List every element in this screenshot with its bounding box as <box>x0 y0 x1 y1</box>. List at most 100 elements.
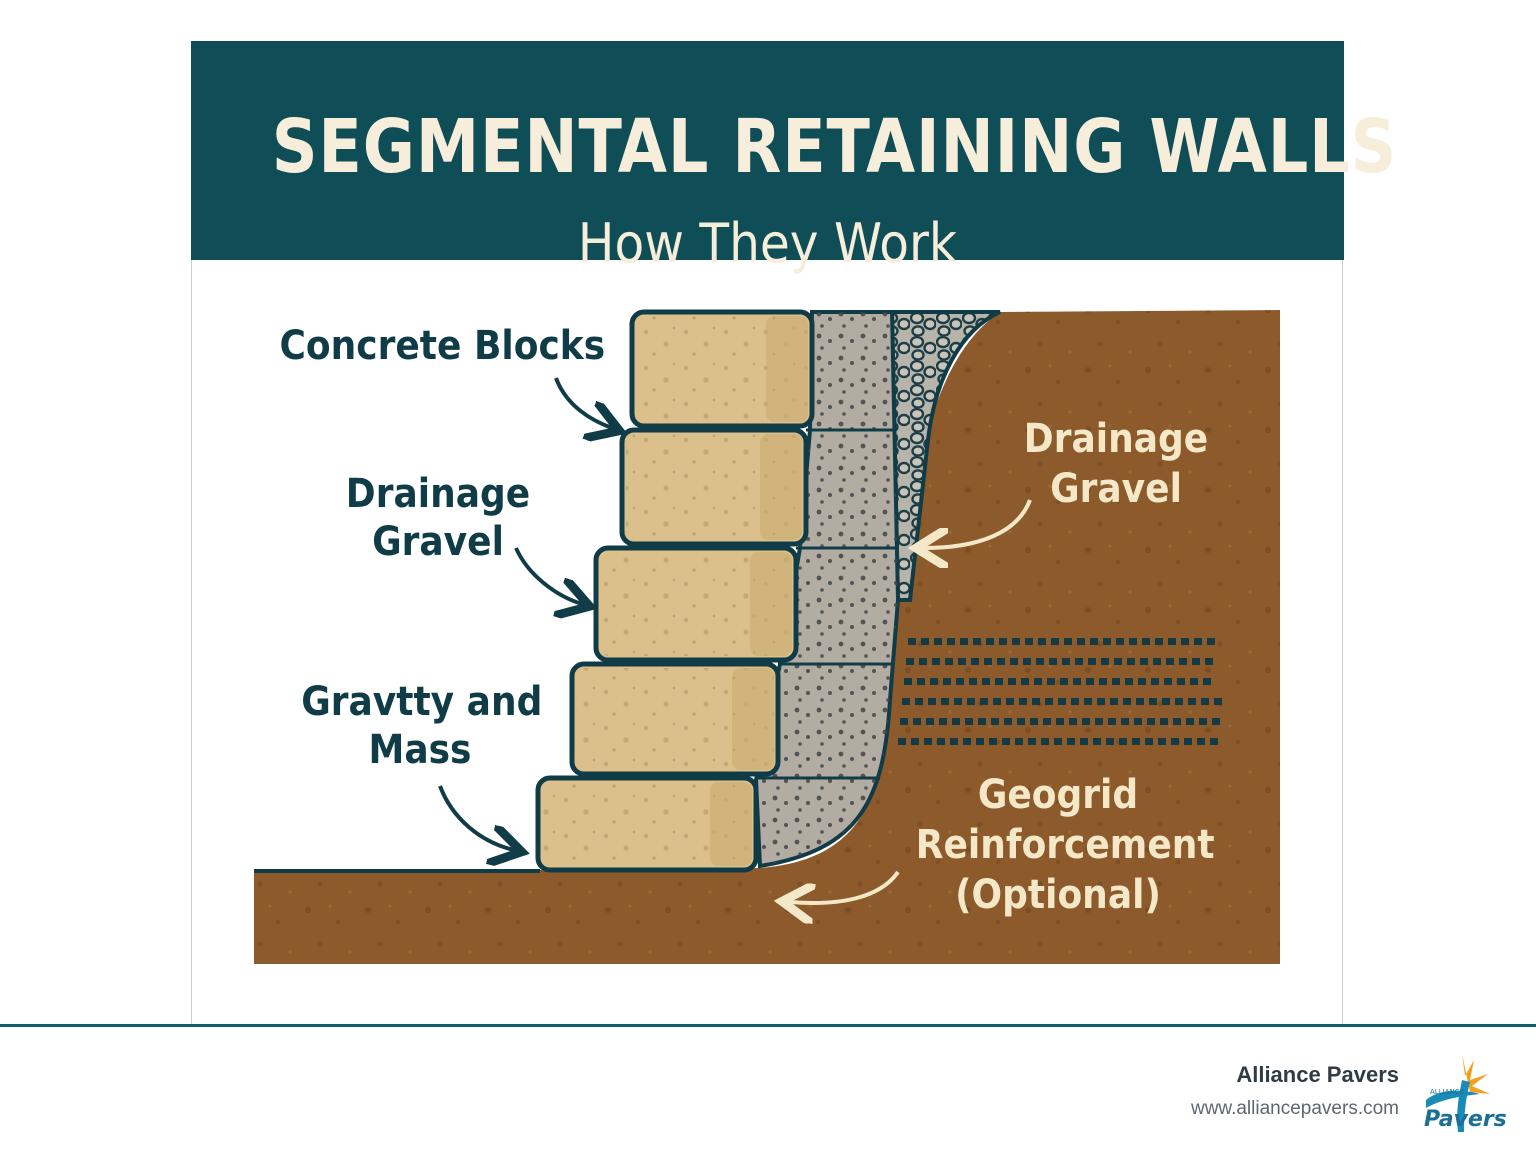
geogrid-dash <box>1136 698 1144 705</box>
geogrid-dash <box>1041 738 1049 745</box>
geogrid-dash <box>1084 698 1092 705</box>
geogrid-dash <box>1004 718 1012 725</box>
geogrid-dash <box>1010 658 1018 665</box>
geogrid-dash <box>995 678 1003 685</box>
geogrid-dash <box>1114 658 1122 665</box>
geogrid-dash <box>1151 678 1159 685</box>
geogrid-dash <box>1028 738 1036 745</box>
concrete-block <box>569 661 781 777</box>
geogrid-dash <box>1075 658 1083 665</box>
geogrid-dash <box>1186 718 1194 725</box>
concrete-block <box>535 775 759 873</box>
geogrid-dash <box>982 678 990 685</box>
geogrid-dash <box>1142 638 1150 645</box>
geogrid-dash <box>993 698 1001 705</box>
geogrid-dash <box>1017 718 1025 725</box>
geogrid-dash <box>1086 678 1094 685</box>
geogrid-dash <box>1025 638 1033 645</box>
page-subtitle: How They Work <box>577 212 958 275</box>
geogrid-dash <box>1188 698 1196 705</box>
geogrid-dash <box>1181 638 1189 645</box>
geogrid-dash <box>930 678 938 685</box>
geogrid-dash <box>997 658 1005 665</box>
geogrid-dash <box>1175 698 1183 705</box>
geogrid-dash <box>986 638 994 645</box>
geogrid-dash <box>1173 718 1181 725</box>
svg-text:ALLIANCE: ALLIANCE <box>1430 1088 1464 1096</box>
geogrid-dash <box>1067 738 1075 745</box>
geogrid-dash <box>1045 698 1053 705</box>
geogrid-dash <box>1064 638 1072 645</box>
geogrid-dash <box>941 698 949 705</box>
geogrid-dash <box>1038 638 1046 645</box>
concrete-block <box>593 545 799 663</box>
geogrid-dash <box>1192 658 1200 665</box>
geogrid-dash <box>1184 738 1192 745</box>
geogrid-dash <box>1047 678 1055 685</box>
brand-name: Alliance Pavers <box>1236 1062 1399 1087</box>
geogrid-dash <box>1110 698 1118 705</box>
geogrid-dash <box>945 658 953 665</box>
geogrid-dash <box>919 658 927 665</box>
geogrid-dash <box>1012 638 1020 645</box>
geogrid-dash <box>1073 678 1081 685</box>
geogrid-dash <box>1106 738 1114 745</box>
geogrid-dash <box>1060 678 1068 685</box>
geogrid-dash <box>1199 718 1207 725</box>
geogrid-dash <box>1123 698 1131 705</box>
geogrid-dash <box>1043 718 1051 725</box>
geogrid-dash <box>904 678 912 685</box>
label-drainage-gravel-left: Drainage Gravel <box>345 471 531 565</box>
geogrid-dash <box>1179 658 1187 665</box>
geogrid-dash <box>1214 698 1222 705</box>
geogrid-dash <box>1062 658 1070 665</box>
geogrid-dash <box>911 738 919 745</box>
geogrid-dash <box>1088 658 1096 665</box>
geogrid-dash <box>971 658 979 665</box>
geogrid-dash <box>963 738 971 745</box>
page-title: SEGMENTAL RETAINING WALLS <box>271 104 1398 190</box>
geogrid-dash <box>926 718 934 725</box>
geogrid-dash <box>965 718 973 725</box>
geogrid-dash <box>1108 718 1116 725</box>
geogrid-dash <box>1006 698 1014 705</box>
geogrid-dash <box>934 638 942 645</box>
geogrid-dash <box>928 698 936 705</box>
geogrid-dash <box>1132 738 1140 745</box>
footer-divider <box>0 1024 1536 1027</box>
geogrid-dash <box>956 678 964 685</box>
geogrid-dash <box>1112 678 1120 685</box>
geogrid-dash <box>1125 678 1133 685</box>
geogrid-dash <box>943 678 951 685</box>
geogrid-dash <box>1177 678 1185 685</box>
geogrid-dash <box>1030 718 1038 725</box>
geogrid-dash <box>1212 718 1220 725</box>
geogrid-dash <box>1138 678 1146 685</box>
geogrid-dash <box>1166 658 1174 665</box>
arrow-drainage-right <box>924 499 1032 548</box>
geogrid-dash <box>939 718 947 725</box>
concrete-block-stack <box>535 309 815 873</box>
geogrid-dash <box>900 718 908 725</box>
geogrid-dash <box>1197 738 1205 745</box>
geogrid-dash <box>1171 738 1179 745</box>
geogrid-dash <box>1149 698 1157 705</box>
geogrid-dash <box>1023 658 1031 665</box>
geogrid-dash <box>958 658 966 665</box>
geogrid-dash <box>1099 678 1107 685</box>
geogrid-dash <box>1162 698 1170 705</box>
arrow-gravity <box>438 785 514 850</box>
title-banner: SEGMENTAL RETAINING WALLS How They Work <box>191 41 1398 275</box>
geogrid-dash <box>952 718 960 725</box>
geogrid-dash <box>917 678 925 685</box>
geogrid-dash <box>1190 678 1198 685</box>
geogrid-dash <box>1036 658 1044 665</box>
geogrid-dash <box>980 698 988 705</box>
geogrid-dash <box>1056 718 1064 725</box>
geogrid-dash <box>1097 698 1105 705</box>
geogrid-dash <box>1071 698 1079 705</box>
soil-mass <box>254 310 1280 964</box>
geogrid-dash <box>1058 698 1066 705</box>
geogrid-dash <box>960 638 968 645</box>
